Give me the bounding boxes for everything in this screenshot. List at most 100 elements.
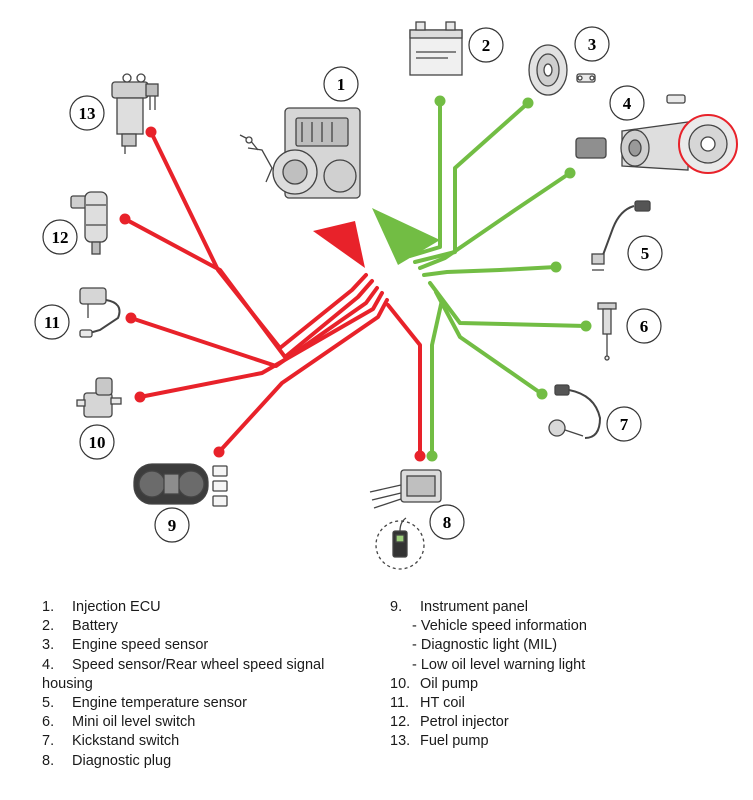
- component-label-3: 3: [574, 26, 610, 62]
- wire-diagnostic-plug: [386, 303, 422, 458]
- legend-number: 13.: [390, 733, 411, 750]
- legend-item: 8.Diagnostic plug: [42, 752, 372, 771]
- component-label-9: 9: [154, 507, 190, 543]
- component-number: 4: [623, 94, 632, 113]
- wire-terminal-dot: [426, 450, 438, 462]
- legend-text: HT coil: [420, 695, 465, 712]
- label-circle: [627, 235, 663, 271]
- component-label-1: 1: [323, 66, 359, 102]
- label-circle: [609, 85, 645, 121]
- wire-terminal-dot: [580, 320, 592, 332]
- component-number: 5: [641, 244, 650, 263]
- component-number: 9: [168, 516, 177, 535]
- legend-item: 1.Injection ECU: [42, 598, 372, 617]
- legend-text: Diagnostic plug: [72, 752, 172, 769]
- legend-item: 3. Engine speed sensor: [42, 636, 372, 655]
- battery-icon: [409, 21, 463, 76]
- kickstand-switch-icon: [548, 384, 602, 439]
- ecu-throttle-body-icon: [239, 107, 361, 199]
- component-number: 12: [52, 228, 69, 247]
- component-label-12: 12: [42, 219, 78, 255]
- wire-terminal-dot: [522, 97, 534, 109]
- oil-pump-icon: [76, 377, 122, 418]
- legend-number: 9.: [390, 599, 403, 615]
- legend-item: 7.Kickstand switch: [42, 732, 372, 751]
- wire-engine-speed-sensor: [413, 101, 530, 264]
- red-arrow-head: [313, 221, 365, 268]
- drive-pulley-icon: [575, 94, 738, 174]
- wire-kickstand-switch: [434, 290, 544, 396]
- legend-text: Fuel pump: [420, 733, 489, 750]
- component-label-5: 5: [627, 235, 663, 271]
- legend-item: 10. Oil pump: [390, 675, 720, 694]
- component-label-10: 10: [79, 424, 115, 460]
- green-arrow-head: [372, 208, 440, 265]
- wire-oil-pump: [138, 291, 384, 399]
- wire-oil-level-switch: [428, 281, 588, 328]
- component-number: 2: [482, 36, 491, 55]
- legend-text: Oil pump: [420, 675, 479, 692]
- legend-number: 10.: [390, 675, 411, 692]
- legend-number: 5.: [42, 695, 55, 712]
- wire-terminal-dot: [125, 312, 137, 324]
- legend-text: Petrol injector: [420, 714, 509, 731]
- legend-number: 6.: [42, 714, 55, 731]
- legend-text: Instrument panel: [420, 599, 529, 615]
- label-circle: [468, 27, 504, 63]
- wire-speed-sensor: [418, 171, 572, 270]
- component-label-11: 11: [34, 304, 70, 340]
- legend-item: 11.HT coil: [390, 694, 720, 713]
- legend-column-2: 9. Instrument panel - Vehicle speed inform…: [390, 598, 720, 752]
- flywheel-sensor-icon: [528, 44, 596, 96]
- wire-terminal-dot: [434, 95, 446, 107]
- wire-terminal-dot: [213, 446, 225, 458]
- label-circle: [323, 66, 359, 102]
- component-label-8: 8: [429, 504, 465, 540]
- wire-temperature-sensor: [422, 265, 558, 277]
- label-circle: [154, 507, 190, 543]
- legend-text: Injection ECU: [72, 599, 161, 615]
- wire-terminals: [119, 95, 592, 462]
- legend-item: 2. Battery: [42, 617, 372, 636]
- legend-number: 2.: [42, 618, 55, 635]
- component-number: 11: [44, 313, 60, 332]
- component-number: 8: [443, 513, 452, 532]
- legend-text: Speed sensor/Rear wheel speed signal hou…: [42, 656, 325, 692]
- legend-text: Kickstand switch: [72, 733, 180, 750]
- label-circle: [429, 504, 465, 540]
- legend-item: 4.Speed sensor/Rear wheel speed signal h…: [42, 656, 372, 694]
- legend-subitem: - Vehicle speed information: [412, 618, 587, 635]
- component-number: 10: [89, 433, 106, 452]
- wire-battery: [408, 99, 442, 258]
- component-label-7: 7: [606, 406, 642, 442]
- oil-level-switch-icon: [597, 302, 617, 361]
- legend-text: Mini oil level switch: [72, 714, 196, 731]
- legend-number: 3.: [42, 637, 55, 654]
- diagnostic-plug-icon: [369, 469, 442, 570]
- component-number: 13: [79, 104, 96, 123]
- component-number: 7: [620, 415, 629, 434]
- legend-item: 13. Fuel pump: [390, 732, 720, 751]
- component-label-2: 2: [468, 27, 504, 63]
- label-circle: [42, 219, 78, 255]
- green-input-harness: [408, 99, 588, 458]
- component-label-13: 13: [69, 95, 105, 131]
- wire-terminal-dot: [536, 388, 548, 400]
- label-circle: [69, 95, 105, 131]
- wire-terminal-dot: [550, 261, 562, 273]
- wire-instrument-panel: [217, 298, 389, 454]
- legend-number: 12.: [390, 714, 411, 731]
- instrument-panel-icon: [133, 463, 228, 507]
- legend-item: 6. Mini oil level switch: [42, 713, 372, 732]
- legend-text: Engine speed sensor: [72, 637, 209, 654]
- ht-coil-icon: [79, 287, 121, 338]
- legend-subitem: - Low oil level warning light: [412, 656, 586, 673]
- legend-text: Battery: [72, 618, 118, 635]
- legend-item: 9. Instrument panel: [390, 598, 720, 617]
- legend-number: 4.: [42, 656, 55, 673]
- component-label-4: 4: [609, 85, 645, 121]
- label-circle: [79, 424, 115, 460]
